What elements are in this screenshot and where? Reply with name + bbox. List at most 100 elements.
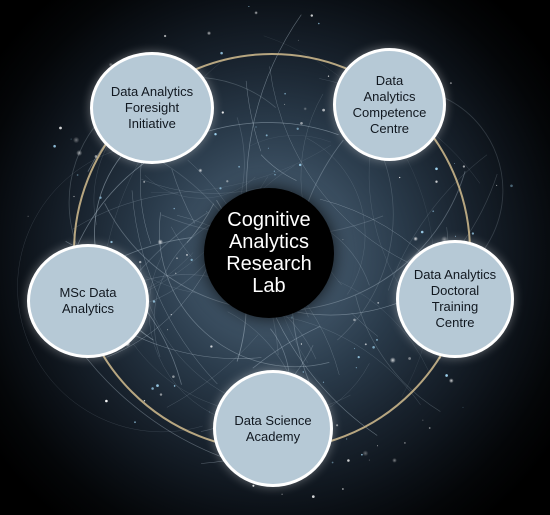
node-doctoral-label: Data Analytics Doctoral Training Centre bbox=[413, 267, 497, 330]
star-particle bbox=[389, 357, 396, 364]
star-particle bbox=[238, 165, 241, 168]
star-particle bbox=[73, 136, 80, 144]
star-particle bbox=[347, 459, 350, 462]
star-particle bbox=[156, 384, 159, 387]
star-particle bbox=[134, 421, 136, 424]
network-arc bbox=[150, 145, 331, 193]
star-particle bbox=[209, 411, 210, 413]
star-particle bbox=[355, 367, 357, 369]
star-particle bbox=[322, 108, 325, 112]
node-academy: Data Science Academy bbox=[213, 370, 333, 487]
star-particle bbox=[248, 6, 250, 7]
network-arc bbox=[249, 135, 331, 147]
star-particle bbox=[198, 168, 203, 173]
star-particle bbox=[252, 484, 255, 487]
star-particle bbox=[296, 127, 299, 130]
star-particle bbox=[173, 207, 175, 210]
star-particle bbox=[139, 260, 142, 264]
network-arc bbox=[171, 226, 192, 258]
star-particle bbox=[361, 453, 363, 456]
star-particle bbox=[310, 14, 313, 17]
star-particle bbox=[172, 375, 175, 378]
star-particle bbox=[206, 31, 212, 36]
network-arc bbox=[144, 175, 256, 199]
network-arc bbox=[337, 152, 394, 341]
star-particle bbox=[364, 343, 367, 346]
star-particle bbox=[298, 163, 302, 167]
network-arc bbox=[171, 168, 196, 224]
star-particle bbox=[76, 174, 79, 176]
node-competence: Data Analytics Competence Centre bbox=[333, 48, 446, 161]
star-particle bbox=[143, 180, 146, 183]
network-arc bbox=[146, 276, 196, 294]
star-particle bbox=[53, 144, 56, 148]
star-particle bbox=[27, 215, 29, 217]
node-msc-label: MSc Data Analytics bbox=[59, 285, 117, 316]
star-particle bbox=[176, 257, 178, 259]
network-arc bbox=[106, 260, 212, 358]
star-particle bbox=[496, 184, 498, 186]
star-particle bbox=[167, 329, 169, 331]
star-particle bbox=[357, 355, 360, 359]
star-particle bbox=[265, 134, 268, 137]
star-particle bbox=[353, 348, 356, 350]
star-particle bbox=[422, 419, 424, 421]
star-particle bbox=[353, 318, 356, 322]
star-particle bbox=[445, 374, 448, 377]
star-particle bbox=[173, 385, 176, 387]
star-particle bbox=[94, 155, 98, 158]
star-particle bbox=[375, 338, 379, 341]
star-particle bbox=[342, 239, 344, 241]
node-foresight: Data Analytics Foresight Initiative bbox=[90, 52, 214, 164]
star-particle bbox=[170, 314, 172, 316]
star-particle bbox=[186, 253, 188, 256]
star-particle bbox=[143, 400, 146, 402]
star-particle bbox=[59, 126, 62, 130]
star-particle bbox=[462, 406, 464, 408]
center-node: Cognitive Analytics Research Lab bbox=[204, 188, 334, 318]
star-particle bbox=[432, 210, 435, 213]
network-arc bbox=[131, 190, 218, 385]
star-particle bbox=[413, 236, 418, 242]
star-particle bbox=[255, 126, 257, 128]
network-arc bbox=[355, 295, 441, 412]
node-academy-label: Data Science Academy bbox=[234, 412, 312, 444]
star-particle bbox=[284, 92, 286, 95]
network-arc bbox=[387, 154, 488, 291]
star-particle bbox=[454, 163, 456, 165]
network-arc bbox=[166, 334, 259, 408]
star-particle bbox=[297, 39, 299, 41]
star-particle bbox=[110, 240, 113, 244]
star-particle bbox=[157, 239, 164, 245]
node-foresight-label: Data Analytics Foresight Initiative bbox=[110, 84, 194, 131]
star-particle bbox=[219, 187, 222, 190]
star-particle bbox=[300, 121, 303, 125]
star-particle bbox=[274, 174, 276, 176]
star-particle bbox=[336, 424, 339, 427]
star-particle bbox=[462, 165, 466, 168]
star-particle bbox=[254, 11, 258, 15]
star-particle bbox=[471, 232, 475, 235]
star-particle bbox=[190, 258, 193, 262]
star-particle bbox=[311, 495, 315, 498]
star-particle bbox=[322, 381, 325, 383]
star-particle bbox=[435, 180, 438, 183]
star-particle bbox=[346, 438, 348, 440]
star-particle bbox=[281, 493, 283, 495]
star-particle bbox=[151, 387, 154, 390]
network-arc bbox=[351, 313, 379, 337]
star-particle bbox=[420, 230, 424, 234]
star-particle bbox=[76, 149, 83, 157]
star-particle bbox=[454, 235, 457, 237]
star-particle bbox=[449, 82, 452, 85]
star-particle bbox=[327, 75, 330, 77]
network-arc bbox=[148, 255, 370, 427]
star-particle bbox=[210, 345, 213, 348]
star-particle bbox=[342, 488, 344, 490]
star-particle bbox=[372, 346, 375, 349]
star-particle bbox=[221, 111, 224, 114]
star-particle bbox=[302, 371, 304, 373]
star-particle bbox=[152, 300, 156, 303]
node-msc: MSc Data Analytics bbox=[27, 244, 149, 358]
star-particle bbox=[163, 34, 167, 38]
